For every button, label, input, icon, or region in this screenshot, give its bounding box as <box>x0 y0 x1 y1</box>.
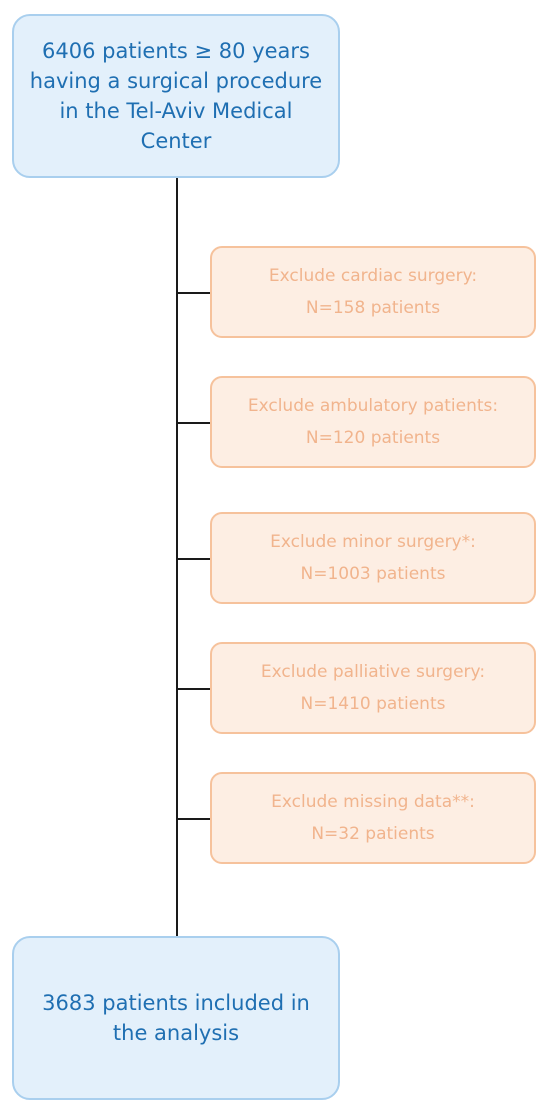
exclusion-title: Exclude minor surgery*: <box>270 532 476 552</box>
exclusion-count: N=120 patients <box>305 428 441 448</box>
source-population-box: 6406 patients ≥ 80 years having a surgic… <box>12 14 340 178</box>
exclusion-box-palliative: Exclude palliative surgery: N=1410 patie… <box>210 642 536 734</box>
exclusion-title: Exclude missing data**: <box>271 792 475 812</box>
exclusion-title: Exclude ambulatory patients: <box>247 396 499 416</box>
exclusion-box-minor-surgery: Exclude minor surgery*: N=1003 patients <box>210 512 536 604</box>
exclusion-box-cardiac: Exclude cardiac surgery: N=158 patients <box>210 246 536 338</box>
exclusion-count: N=1003 patients <box>300 564 446 584</box>
exclusion-box-ambulatory: Exclude ambulatory patients: N=120 patie… <box>210 376 536 468</box>
exclusion-title: Exclude palliative surgery: <box>260 662 486 682</box>
final-cohort-text: the analysis <box>112 1021 240 1045</box>
source-population-text: Center <box>140 129 212 153</box>
main-connector-line <box>176 176 178 938</box>
exclusion-count: N=32 patients <box>311 824 435 844</box>
source-population-text: in the Tel-Aviv Medical <box>59 99 293 123</box>
source-population-text: 6406 patients ≥ 80 years <box>42 39 310 63</box>
final-cohort-text: 3683 patients included in <box>42 991 310 1015</box>
branch-connector-line <box>176 558 210 560</box>
final-cohort-box: 3683 patients included in the analysis <box>12 936 340 1100</box>
exclusion-title: Exclude cardiac surgery: <box>268 266 478 286</box>
branch-connector-line <box>176 688 210 690</box>
exclusion-box-missing-data: Exclude missing data**: N=32 patients <box>210 772 536 864</box>
branch-connector-line <box>176 292 210 294</box>
source-population-text: having a surgical procedure <box>29 69 323 93</box>
branch-connector-line <box>176 818 210 820</box>
branch-connector-line <box>176 422 210 424</box>
exclusion-count: N=1410 patients <box>300 694 446 714</box>
exclusion-count: N=158 patients <box>305 298 441 318</box>
